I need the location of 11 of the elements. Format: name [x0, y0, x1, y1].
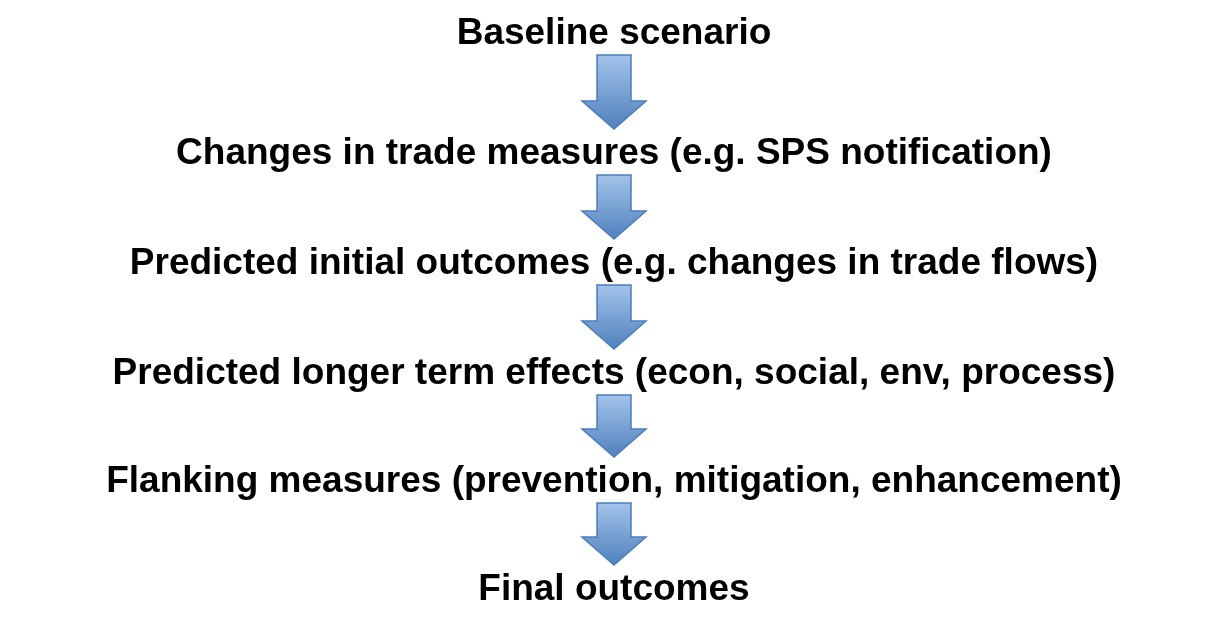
- step-text: Baseline scenario: [456, 10, 772, 54]
- step-text: Changes in trade measures (e.g. SPS notification): [176, 130, 1052, 174]
- step-text: Final outcomes: [478, 566, 750, 610]
- block-arrow: [580, 174, 648, 240]
- block-arrow: [580, 284, 648, 350]
- step-text: Flanking measures (prevention, mitigation, enhancement): [106, 458, 1122, 502]
- step-text: Predicted longer term effects (econ, social, env, process): [112, 350, 1116, 394]
- block-arrow: [580, 394, 648, 458]
- step-text: Predicted initial outcomes (e.g. changes in trade flows): [129, 240, 1099, 284]
- block-arrow: [580, 54, 648, 130]
- block-arrow: [580, 502, 648, 566]
